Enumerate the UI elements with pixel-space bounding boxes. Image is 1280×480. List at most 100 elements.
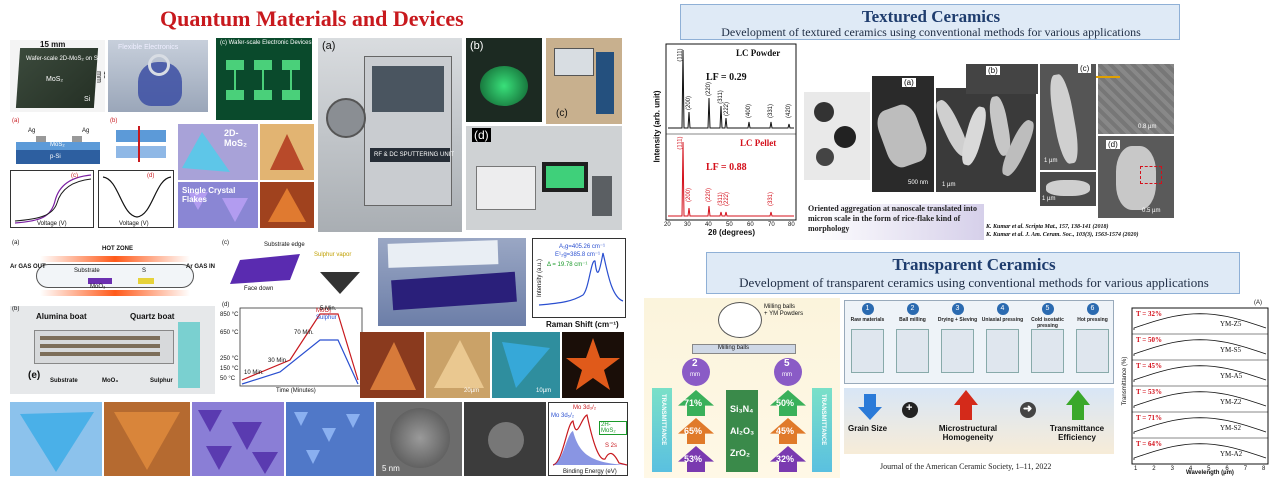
flake-afm-2: 20µm	[426, 332, 490, 398]
legend-sulphur: Sulphur	[316, 315, 337, 321]
peak-200-bottom: (200)	[686, 187, 693, 203]
flow-homogeneity: Microstructural Homogeneity	[938, 424, 998, 442]
time-axis-label: Time (Minutes)	[276, 388, 316, 394]
tick-250: 250 °C	[220, 356, 239, 362]
boat-b-label: (b)	[12, 306, 20, 312]
material-zro2: ZrO₂	[730, 448, 750, 458]
xrd-tick-60: 60	[747, 222, 754, 228]
trans-tick-5: 5	[1207, 466, 1211, 472]
property-flow: Grain Size + Microstructural Homogeneity…	[844, 388, 1114, 454]
tem-image: 5 nm	[376, 402, 462, 476]
raman-peak-a1g: A₁g=405.26 cm⁻¹	[559, 244, 606, 250]
milling-right-size: 5	[784, 358, 790, 369]
iv-x-label: Voltage (V)	[37, 221, 67, 227]
xps-s2s: S 2s	[605, 443, 618, 449]
sem-scale-1um-c2: 1 µm	[1042, 196, 1056, 202]
xrd-pellet-lf: LF = 0.88	[706, 162, 747, 173]
peak-111-bottom: (111)	[677, 136, 684, 150]
wafer-dim-w: 15 mm	[40, 40, 66, 49]
hrtem-image	[464, 402, 546, 476]
profile-10min: 10 Min.	[244, 370, 264, 376]
device-mos2: MoS₂	[50, 142, 65, 148]
sem-arrow	[1096, 76, 1120, 78]
process-step-1-label: Raw materials	[850, 317, 885, 323]
trans-curve-ym-a2	[1133, 443, 1267, 460]
wafer-sample-photo	[378, 238, 526, 326]
trans-name-ym-z5: YM-Z5	[1220, 320, 1242, 328]
chamber-b-label: (b)	[470, 40, 484, 52]
xrd-chart: Intensity (arb. unit) LC Powder LF = 0.2…	[648, 42, 800, 238]
xrd-powder-lf: LF = 0.29	[706, 72, 747, 83]
peak-111-top: (111)	[677, 48, 684, 62]
flake-star-4	[562, 332, 624, 398]
triangle-afm-1	[260, 124, 314, 180]
trans-t-ym-a5: T = 45%	[1136, 362, 1163, 370]
raman-x-label: Raman Shift (cm⁻¹)	[546, 320, 619, 329]
trans-name-ym-z2: YM-Z2	[1220, 398, 1242, 406]
xrd-tick-50: 50	[726, 222, 733, 228]
process-step-2-number: 2	[906, 303, 919, 315]
milling-diagram: Milling balls + YM Powders Milling balls…	[644, 298, 840, 478]
trans-name-ym-a5: YM-A5	[1220, 372, 1243, 380]
milling-right-32: 32%	[776, 454, 795, 464]
alumina-boat-label: Alumina boat	[36, 312, 87, 321]
temp-d-label: (d)	[222, 302, 230, 308]
single-crystal-label: Single Crystal Flakes	[182, 186, 236, 204]
milling-left-53: 53%	[684, 454, 703, 464]
process-step-5-number: 5	[1041, 303, 1054, 315]
tick-50: 50 °C	[220, 376, 236, 382]
sem-scale-05um: 0.5 µm	[1142, 208, 1161, 214]
ar-in-label: Ar GAS IN	[186, 264, 215, 270]
transparent-title: Transparent Ceramics	[892, 255, 1056, 274]
band-diagram: (b)	[108, 116, 174, 168]
trans-t-ym-s2: T = 71%	[1136, 414, 1163, 422]
milling-left-unit: mm	[690, 372, 700, 378]
trans-name-ym-s2: YM-S2	[1220, 424, 1242, 432]
peak-400-top: (400)	[746, 103, 753, 119]
trans-t-ym-z2: T = 53%	[1136, 388, 1163, 396]
peak-200-top: (200)	[686, 95, 693, 111]
face-down-label: Face down	[244, 286, 274, 292]
peak-311-bottom: (311)	[717, 192, 724, 206]
process-step-1-number: 1	[861, 303, 874, 315]
trans-t-ym-a2: T = 64%	[1136, 440, 1163, 448]
bottom-flake-2	[104, 402, 190, 476]
peak-222-top: (222)	[724, 101, 731, 117]
process-step-6-number: 6	[1086, 303, 1099, 315]
sputter-a-label: (a)	[322, 40, 336, 52]
process-step-3-label: Drying + Sieving	[937, 317, 978, 323]
trans-curve-ym-a5	[1133, 365, 1267, 382]
trans-curve-ym-z2	[1133, 391, 1267, 408]
tick-650: 650 °C	[220, 330, 239, 336]
peak-220-top: (220)	[706, 81, 713, 97]
trans-y-label: Transmittance (%)	[1122, 356, 1128, 406]
hot-zone-label: HOT ZONE	[102, 246, 133, 252]
raman-spectrum: A₁g=405.26 cm⁻¹ E¹₂g=385.8 cm⁻¹ Δ = 19.7…	[532, 238, 626, 318]
journal-citation: Journal of the American Ceramic Society,…	[880, 462, 1052, 471]
boat-substrate-label: Substrate	[50, 378, 78, 384]
profile-70min: 70 Min.	[294, 330, 314, 336]
sem-image-c2: 1 µm	[1040, 172, 1096, 206]
tem-scale: 5 nm	[382, 464, 400, 473]
quantum-title: Quantum Materials and Devices	[160, 6, 464, 31]
peak-222-bottom: (222)	[724, 191, 731, 207]
wafer-devices-photo: (c) Wafer-scale Electronic Devices	[216, 38, 312, 120]
scale-10um: 10µm	[536, 388, 552, 394]
xps-spectrum: Mo 3d₅/₂ Mo 3d₃/₂ S 2s 2H-MoS₂ Binding E…	[548, 402, 628, 476]
sem-scale-1um-c: 1 µm	[1044, 158, 1058, 164]
s-label: S	[142, 268, 147, 274]
trans-tick-2: 2	[1152, 466, 1156, 472]
responsivity-curve: (d) Voltage (V)	[98, 170, 174, 228]
xrd-y-label: Intensity (arb. unit)	[652, 90, 662, 163]
flow-arrow-icon: ➜	[1023, 403, 1033, 415]
milling-right-45: 45%	[776, 426, 795, 436]
textured-ref-2: K. Kumar et al. J. Am. Ceram. Soc., 103(…	[986, 232, 1139, 238]
textured-caption: Oriented aggregation at nanoscale transl…	[808, 204, 984, 240]
sem-image-overview: 1 µm	[936, 88, 1036, 192]
edge-c-label: (c)	[222, 240, 229, 246]
transparent-banner: Transparent Ceramics Development of tran…	[706, 252, 1240, 294]
device-a-label: (a)	[12, 118, 20, 124]
xrd-pellet-label: LC Pellet	[740, 138, 777, 148]
trans-tick-1: 1	[1134, 466, 1138, 472]
process-step-5-image	[1031, 329, 1064, 373]
